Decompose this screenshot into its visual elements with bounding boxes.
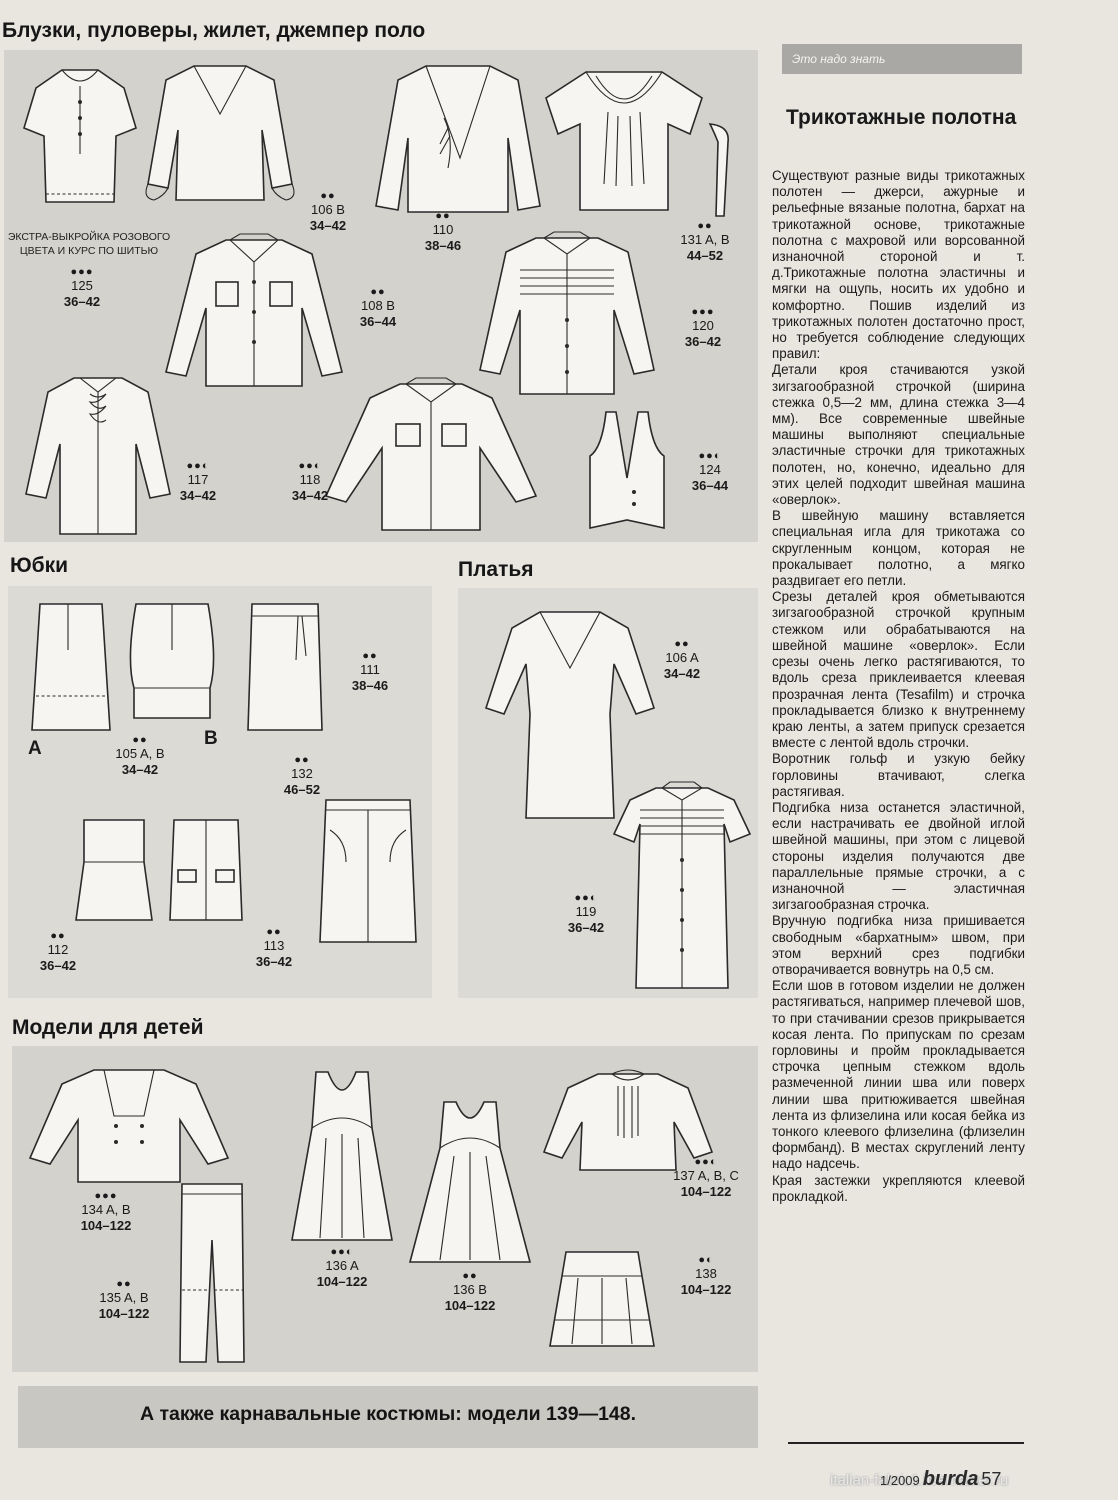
- section-title-skirts: Юбки: [10, 554, 69, 577]
- sidebar-paragraph: В швейную машину вставляется специальная…: [772, 508, 1025, 589]
- sidebar-paragraph: Если шов в готовом изделии не должен рас…: [772, 978, 1025, 1172]
- sidebar-banner-text: Это надо знать: [792, 52, 886, 66]
- carnival-costumes-text: А также карнавальные костюмы: модели 139…: [139, 1403, 637, 1425]
- sidebar-divider: [788, 1442, 1024, 1444]
- garment-124-vest: [586, 408, 668, 536]
- sidebar-paragraph: Края застежки укрепляются клеевой прокла…: [772, 1172, 1025, 1204]
- garment-120-smocked-blouse: [470, 230, 664, 400]
- garment-113-skirt: [164, 816, 248, 926]
- garment-112-skirt: [72, 816, 156, 926]
- sidebar-banner: Это надо знать: [782, 44, 1022, 74]
- sidebar-paragraph: Воротник гольф и узкую бейку горловины в…: [772, 751, 1025, 799]
- garment-137-blouse: [538, 1066, 718, 1176]
- garment-106b-pullover: [140, 58, 300, 208]
- skirt-variant-b: B: [204, 728, 218, 749]
- garment-110-wrap-top: [368, 58, 548, 218]
- page-number: 57: [981, 1469, 1002, 1489]
- garment-105a-skirt: [28, 600, 114, 736]
- garment-138-skirt: [544, 1248, 660, 1352]
- sidebar-title: Трикотажные полотна: [786, 106, 1017, 129]
- sidebar-paragraph: Существуют разные виды трикотажных полот…: [772, 168, 1025, 362]
- garment-111-skirt: [242, 600, 328, 736]
- section-title-blouses: Блузки, пуловеры, жилет, джемпер поло: [2, 19, 426, 42]
- section-title-dresses: Платья: [458, 558, 534, 581]
- sidebar-paragraph: Срезы деталей кроя обметываются зигзагоо…: [772, 589, 1025, 751]
- section-title-kids: Модели для детей: [12, 1016, 204, 1039]
- garment-131-tie-belt: [700, 120, 740, 220]
- garment-108b-shirt: [156, 232, 352, 392]
- garment-136a-dress: [286, 1068, 398, 1246]
- garment-136b-dress: [404, 1098, 536, 1268]
- garment-106a-dress: [478, 604, 662, 824]
- brand-logo: burda: [922, 1468, 979, 1490]
- garment-117-ruffle-blouse: [18, 370, 178, 540]
- garment-119-shirt-dress: [606, 780, 758, 994]
- skirt-variant-a: A: [28, 738, 42, 759]
- sidebar-paragraph: Вручную подгибка низа пришивается свобод…: [772, 913, 1025, 977]
- garment-132-skirt: [316, 796, 420, 948]
- sidebar-paragraph: Детали кроя стачиваются узкой зигзагообр…: [772, 362, 1025, 508]
- carnival-costumes-banner: А также карнавальные костюмы: модели 139…: [18, 1386, 758, 1448]
- garment-134-jacket: [24, 1062, 234, 1188]
- tip-sidebar: Это надо знать Трикотажные полотна Сущес…: [768, 36, 1030, 1448]
- garment-118-shirt: [316, 376, 546, 536]
- sidebar-paragraph: Подгибка низа останется эластичной, если…: [772, 799, 1025, 913]
- issue-number: 1/2009: [880, 1473, 920, 1488]
- garment-125-blouse: [20, 62, 140, 212]
- garment-131-tshirt: [534, 64, 714, 214]
- sidebar-body: Существуют разные виды трикотажных полот…: [772, 168, 1025, 1205]
- garment-105b-skirt: [124, 600, 220, 722]
- garment-135-trousers: [174, 1180, 250, 1368]
- watermark: italian-fabric1.livemaster.ru: [830, 1472, 1009, 1489]
